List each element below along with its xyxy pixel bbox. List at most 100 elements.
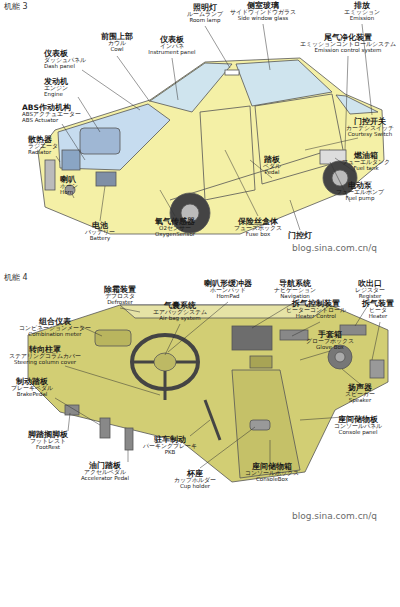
part-name-zh: 门控灯 — [288, 232, 312, 240]
part-name-zh: 电动泵 — [336, 182, 384, 190]
part-name-zh: 前围上部 — [101, 33, 133, 41]
callout-label: 散热器ラジエータRadiator — [28, 136, 58, 155]
part-name-zh: 门控开关 — [346, 118, 394, 126]
callout-label: 保险丝盒体フューズボックスFuse box — [234, 218, 282, 237]
callout-label: 转向柱罩ステアリングコラムカバーSteering column cover — [9, 346, 81, 365]
part-name-zh: 除霜装置 — [104, 286, 136, 294]
part-name-zh: 喇叭 — [60, 176, 78, 184]
part-name-en: Heater — [362, 314, 394, 320]
leader-lines — [55, 302, 380, 468]
part-name-zh: 驻车制动 — [143, 436, 197, 444]
part-name-zh: 喇叭形缓冲器 — [204, 280, 252, 288]
part-name-en: Accelerator Pedal — [81, 476, 129, 482]
callout-label: 侧室玻璃サイドウィンドウガラスSide window glass — [230, 2, 296, 21]
callout-label: 照明灯ルームランプRoom lamp — [187, 4, 223, 23]
part-name-zh: 拆气装置 — [362, 300, 394, 308]
callout-label: 前围上部カウルCowl — [101, 33, 133, 52]
callout-label: 燃油箱フューエルタンクFuel tank — [342, 152, 390, 171]
callout-label: 电动泵フューエルポンプFuel pump — [336, 182, 384, 201]
part-name-zh: 保险丝盒体 — [234, 218, 282, 226]
callout-label: 脚踏搁脚板フットレストFootRest — [28, 431, 68, 450]
dashboard-illustration — [28, 305, 388, 482]
part-name-en: Instrument panel — [148, 50, 195, 56]
panel-number: 机能 4 — [4, 274, 28, 282]
part-name-en: Fuel tank — [342, 166, 390, 172]
part-name-en: Air bag system — [153, 316, 207, 322]
part-name-zh: 仪表板 — [148, 36, 195, 44]
panel-label: 机能 4 — [4, 274, 28, 282]
part-name-en: Pedal — [263, 170, 281, 176]
callout-label: 喇叭ホーンHorn — [60, 176, 78, 195]
part-name-en: ABS Actuator — [22, 118, 81, 124]
callout-label: 座间储物板コンソールパネルConsole panel — [334, 416, 382, 435]
part-name-en: FootRest — [28, 445, 68, 451]
part-name-en: Engine — [44, 92, 68, 98]
part-name-zh: 油门踏板 — [81, 462, 129, 470]
part-name-zh: 转向柱罩 — [9, 346, 81, 354]
part-name-en: Fuse box — [234, 232, 282, 238]
part-name-zh: 制动踏板 — [11, 378, 53, 386]
part-name-en: Register — [355, 294, 385, 300]
part-name-en: Console panel — [334, 430, 382, 436]
callout-label: 喇叭形缓冲器ホーンパッドHornPad — [204, 280, 252, 299]
callout-label: 排放エミッションEmission — [344, 2, 380, 21]
part-name-zh: 吹出口 — [355, 280, 385, 288]
part-name-zh: 座间储物箱 — [245, 463, 299, 471]
part-name-en: Battery — [85, 236, 115, 242]
leader-lines — [56, 24, 372, 230]
part-name-en: Emission — [344, 16, 380, 22]
part-name-zh: 组合仪表 — [19, 318, 91, 326]
panel-label: 门控灯 — [288, 232, 312, 240]
callout-label: 氧气传感器O2センサーOxygenSensor — [155, 218, 195, 237]
part-name-zh: 仪表板 — [44, 50, 86, 58]
callout-label: 杯座カップホルダーCup holder — [174, 470, 216, 489]
panel-number: 机能 3 — [4, 3, 28, 11]
callout-label: 发动机エンジンEngine — [44, 78, 68, 97]
part-name-en: Horn — [60, 190, 78, 196]
part-name-en: OxygenSensor — [155, 232, 195, 238]
part-name-zh: 拆气控制装置 — [286, 300, 346, 308]
part-name-zh: 燃油箱 — [342, 152, 390, 160]
callout-label: 除霜装置デフロスタDefroster — [104, 286, 136, 305]
part-name-en: Defroster — [104, 300, 136, 306]
part-name-zh: 踏板 — [263, 156, 281, 164]
part-name-zh: 照明灯 — [187, 4, 223, 12]
part-name-zh: 尾气净化装置 — [300, 34, 396, 42]
part-name-en: Cowl — [101, 47, 133, 53]
part-name-zh: 侧室玻璃 — [230, 2, 296, 10]
part-name-zh: 杯座 — [174, 470, 216, 478]
watermark: blog.sina.com.cn/q — [292, 512, 377, 521]
callout-label: 油门踏板アクセルペダルAccelerator Pedal — [81, 462, 129, 481]
callout-label: 气囊系统エアバッグシステムAir bag system — [153, 302, 207, 321]
watermark-label: blog.sina.com.cn/q — [292, 244, 377, 253]
callout-label: 尾气净化装置エミッションコントロールシステムEmission control s… — [300, 34, 396, 53]
callout-label: 扬声器スピーカーSpeaker — [345, 384, 375, 403]
part-name-en: Side window glass — [230, 16, 296, 22]
part-name-en: Fuel pump — [336, 196, 384, 202]
part-name-zh: 扬声器 — [345, 384, 375, 392]
part-name-zh: 座间储物板 — [334, 416, 382, 424]
callout-label: 仪表板インパネInstrument panel — [148, 36, 195, 55]
callout-label: 门控开关カーテシスイッチCourtesy Switch — [346, 118, 394, 137]
callout-label: 制动踏板ブレーキペダルBrakePedal — [11, 378, 53, 397]
part-name-en: Steering column cover — [9, 360, 81, 366]
callout-label: 座间储物箱コンソールボックスConsoleBox — [245, 463, 299, 482]
part-name-en: Cup holder — [174, 484, 216, 490]
callout-label: 拆气控制装置ヒーターコントロールHeater Control — [286, 300, 346, 319]
part-name-en: Room lamp — [187, 18, 223, 24]
callout-label: 导航系统ナビゲーションNavigation — [274, 280, 316, 299]
callout-label: ABS作动机构ABSアクチュエーターABS Actuator — [22, 104, 81, 123]
part-name-zh: 排放 — [344, 2, 380, 10]
part-name-zh: 发动机 — [44, 78, 68, 86]
part-name-en: Glove Box — [306, 345, 354, 351]
part-name-zh: 气囊系统 — [153, 302, 207, 310]
part-name-en: Combination meter — [19, 332, 91, 338]
part-name-zh: 脚踏搁脚板 — [28, 431, 68, 439]
part-name-zh: 氧气传感器 — [155, 218, 195, 226]
part-name-zh: ABS作动机构 — [22, 104, 81, 112]
callout-label: 踏板ペダルPedal — [263, 156, 281, 175]
callout-label: 驻车制动パーキングブレーキPKB — [143, 436, 197, 455]
part-name-zh: 电池 — [85, 222, 115, 230]
part-name-en: Emission control system — [300, 48, 396, 54]
callout-label: 仪表板ダッシュパネルDash panel — [44, 50, 86, 69]
